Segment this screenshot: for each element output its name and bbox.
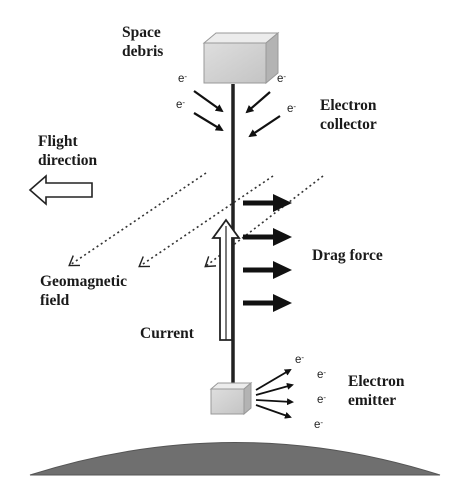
space-debris-label: Space debris — [122, 23, 163, 61]
emitter-electron-arrows — [255, 368, 294, 419]
drag-force-label: Drag force — [312, 247, 383, 264]
flight-direction-label-line2: direction — [38, 152, 98, 169]
geomagnetic-field-lines — [68, 172, 324, 268]
space-debris-cube — [202, 31, 280, 85]
geomagnetic-field-label: Geomagnetic field — [40, 272, 127, 310]
space-debris-label-line1: Space — [122, 24, 161, 41]
electron-emitter-label-line2: emitter — [348, 392, 397, 409]
geomagnetic-field-label-line2: field — [40, 292, 70, 309]
collector-electron-arrows — [193, 90, 281, 138]
electron-symbol: e- — [314, 418, 324, 431]
electron-symbol: e- — [277, 72, 287, 85]
electron-collector-label-line1: Electron — [320, 97, 377, 114]
electron-symbol: e- — [317, 393, 327, 406]
current-label: Current — [140, 325, 194, 342]
electron-emitter-cube — [209, 381, 253, 416]
drag-force-arrows — [243, 194, 292, 312]
space-debris-label-line2: debris — [122, 43, 164, 60]
electron-symbol: e- — [295, 353, 305, 366]
earth-surface — [29, 442, 441, 476]
electron-symbol: e- — [317, 368, 327, 381]
flight-direction-label: Flight direction — [38, 132, 97, 170]
current-arrow — [211, 218, 241, 341]
flight-direction-arrow — [28, 174, 93, 206]
electron-collector-label: Electron collector — [320, 96, 377, 134]
electron-symbol: e- — [178, 72, 188, 85]
electron-emitter-label: Electron emitter — [348, 372, 405, 410]
electron-symbol: e- — [176, 98, 186, 111]
electron-symbol: e- — [287, 102, 297, 115]
electron-emitter-label-line1: Electron — [348, 373, 405, 390]
electron-collector-label-line2: collector — [320, 116, 377, 133]
geomagnetic-field-label-line1: Geomagnetic — [40, 273, 127, 290]
flight-direction-label-line1: Flight — [38, 133, 78, 150]
